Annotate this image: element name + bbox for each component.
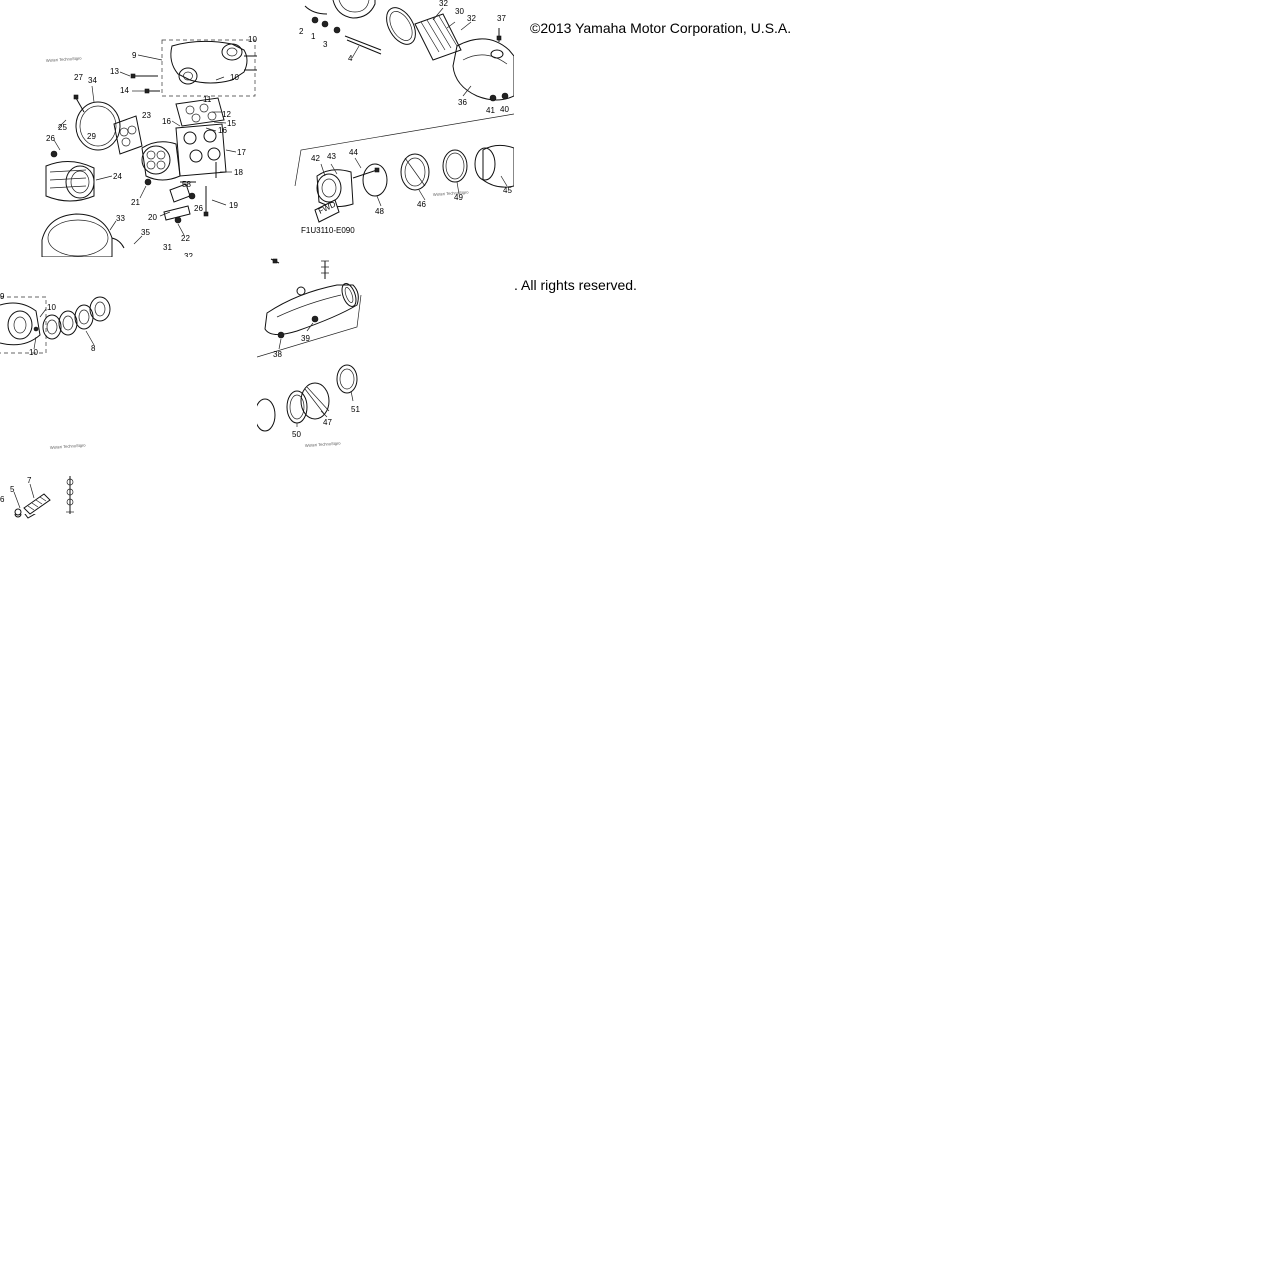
callout-label: 10 xyxy=(47,303,56,312)
callout-label: 10 xyxy=(230,73,239,82)
callout-label: 49 xyxy=(454,193,463,202)
callout-label: 48 xyxy=(375,207,384,216)
callout-label: 19 xyxy=(229,201,238,210)
callout-label: 6 xyxy=(0,495,5,504)
callout-label: 15 xyxy=(227,119,236,128)
callout-label: 51 xyxy=(351,405,360,414)
rights-reserved-notice: . All rights reserved. xyxy=(514,277,637,293)
callout-label: 39 xyxy=(301,334,310,343)
watermark-text: Wisteri TechnoStgro xyxy=(50,442,87,450)
diagram-tile-intake-duct: FWD Wisteri TechnoStgro 32 30 32 37 2 1 … xyxy=(257,0,514,257)
callout-label: 35 xyxy=(141,228,150,237)
callout-label: 29 xyxy=(87,132,96,141)
callout-label: 36 xyxy=(458,98,467,107)
callout-label: 18 xyxy=(234,168,243,177)
intake-duct-diagram: FWD Wisteri TechnoStgro 32 30 32 37 2 1 … xyxy=(294,0,514,235)
callout-label: 21 xyxy=(131,198,140,207)
hose-fitting-diagram xyxy=(14,514,36,519)
callout-label: 10 xyxy=(248,35,257,44)
callout-label: 43 xyxy=(327,152,336,161)
watermark-text: Wisteri TechnoStgro xyxy=(305,440,342,448)
callout-label: 34 xyxy=(88,76,97,85)
callout-label: 45 xyxy=(503,186,512,195)
callout-label: 46 xyxy=(417,200,426,209)
callout-label: 26 xyxy=(194,204,203,213)
callout-label: 22 xyxy=(181,234,190,243)
callout-label: 42 xyxy=(311,154,320,163)
callout-label: 11 xyxy=(203,95,212,104)
callout-label: 24 xyxy=(113,172,122,181)
callout-label: 26 xyxy=(46,134,55,143)
diagram-tile-pipe-clamps: Wisteri TechnoStgro 6 38 39 51 47 50 xyxy=(257,257,514,514)
flange-gaskets-diagram: Wisteri TechnoStgro 10 10 8 9 xyxy=(0,292,111,450)
callout-label: 44 xyxy=(349,148,358,157)
hose-fitting-labels: 5 xyxy=(0,514,257,771)
callout-label: 17 xyxy=(237,148,246,157)
callout-label: 16 xyxy=(162,117,171,126)
callout-label: 14 xyxy=(120,86,129,95)
callout-label: 7 xyxy=(27,476,32,485)
callout-label: 30 xyxy=(455,7,464,16)
watermark-text: Wisteri TechnoStgro xyxy=(433,189,470,197)
hose-fitting-detail: 5 7 6 xyxy=(0,476,74,516)
diagram-tile-intake-manifold: Wisteri TechnoStgro 9 10 13 10 27 34 14 … xyxy=(0,0,257,257)
callout-label: 1 xyxy=(311,32,316,41)
callout-label: 50 xyxy=(292,430,301,439)
part-code-label: F1U3110-E090 xyxy=(301,226,355,235)
copyright-notice: ©2013 Yamaha Motor Corporation, U.S.A. xyxy=(530,20,792,36)
callout-label: 37 xyxy=(497,14,506,23)
callout-label: 3 xyxy=(323,40,328,49)
callout-label: 27 xyxy=(74,73,83,82)
watermark-text: Wisteri TechnoStgro xyxy=(46,55,83,63)
callout-label: 32 xyxy=(467,14,476,23)
callout-label: 32 xyxy=(184,252,193,257)
callout-label: 58 xyxy=(182,180,191,189)
callout-label: 12 xyxy=(222,110,231,119)
callout-label: 5 xyxy=(10,485,15,494)
callout-label: 33 xyxy=(116,214,125,223)
callout-label: 20 xyxy=(148,213,157,222)
callout-label: 32 xyxy=(439,0,448,8)
callout-label: 2 xyxy=(299,27,304,36)
callout-label: 16 xyxy=(218,126,227,135)
callout-label: 4 xyxy=(348,54,353,63)
intake-manifold-diagram: Wisteri TechnoStgro 9 10 13 10 27 34 14 … xyxy=(41,35,257,257)
callout-label: 10 xyxy=(29,348,38,357)
callout-label: 38 xyxy=(273,350,282,359)
callout-label: 13 xyxy=(110,67,119,76)
diagram-tile-flange-gaskets: Wisteri TechnoStgro 10 10 8 9 xyxy=(0,257,257,514)
diagram-tile-hose-fitting: 5 xyxy=(0,514,257,771)
callout-label: 47 xyxy=(323,418,332,427)
callout-label: 23 xyxy=(142,111,151,120)
callout-label: 9 xyxy=(132,51,137,60)
callout-label: 41 xyxy=(486,106,495,115)
pipe-clamps-diagram: Wisteri TechnoStgro 6 38 39 51 47 50 xyxy=(257,258,362,448)
callout-label: 40 xyxy=(500,105,509,114)
callout-label: 8 xyxy=(91,344,96,353)
callout-label: 31 xyxy=(163,243,172,252)
callout-label: 9 xyxy=(0,292,5,301)
callout-label: 25 xyxy=(58,123,67,132)
